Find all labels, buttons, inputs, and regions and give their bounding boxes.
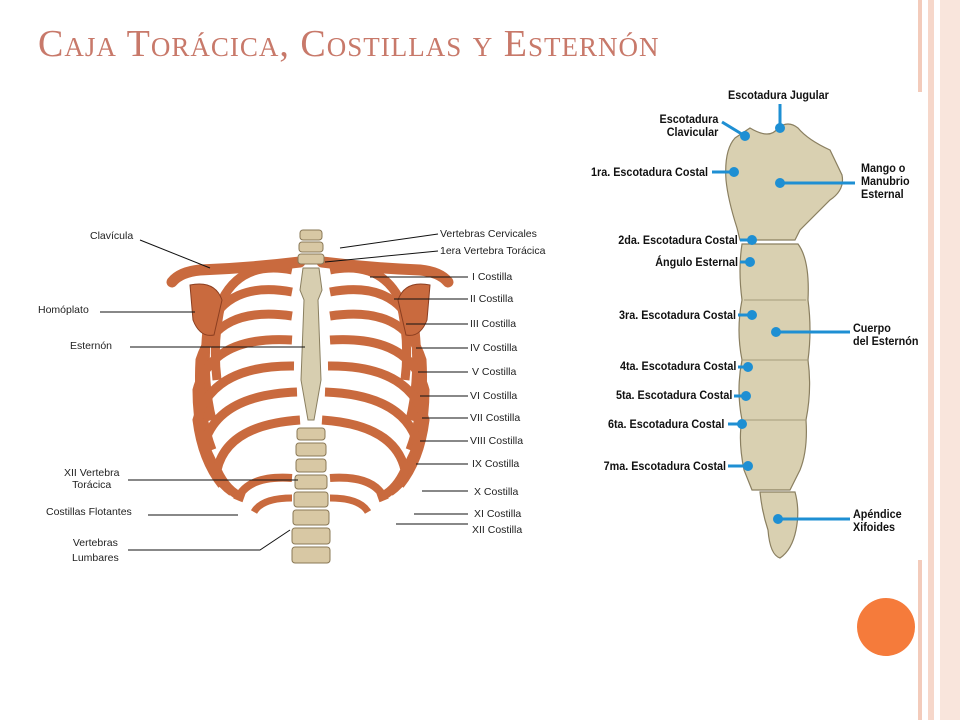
- edge-stripe-4: [940, 0, 960, 720]
- thorax-sternum: [299, 267, 323, 421]
- label-7ma-escotadura: 7ma. Escotadura Costal: [603, 459, 726, 473]
- thorax-leaders-left: [100, 239, 305, 551]
- label-5ta-escotadura: 5ta. Escotadura Costal: [615, 388, 732, 402]
- label-costilla-6: VI Costilla: [470, 390, 518, 402]
- label-costilla-10: X Costilla: [474, 486, 519, 498]
- label-angulo-esternal: Ángulo Esternal: [655, 255, 738, 269]
- label-vertebras-lumbares: Vertebras Lumbares: [72, 537, 119, 564]
- sternum-illustration: [725, 123, 844, 559]
- label-6ta-escotadura: 6ta. Escotadura Costal: [607, 417, 724, 431]
- label-costilla-8: VIII Costilla: [470, 435, 524, 447]
- label-4ta-escotadura: 4ta. Escotadura Costal: [619, 359, 736, 373]
- label-costilla-7: VII Costilla: [470, 412, 521, 424]
- scapula-left: [189, 283, 223, 336]
- edge-stripe-2: [918, 560, 922, 720]
- edge-stripe-3: [928, 0, 934, 720]
- label-costilla-5: V Costilla: [472, 366, 517, 378]
- label-2da-escotadura: 2da. Escotadura Costal: [618, 233, 738, 247]
- label-costilla-1: I Costilla: [472, 271, 513, 283]
- label-1era-vertebra: 1era Vertebra Torácica: [440, 245, 546, 257]
- thorax-leaders-right: [324, 233, 468, 525]
- label-escotadura-clavicular: Escotadura Clavicular: [659, 112, 718, 139]
- label-costillas-flotantes: Costillas Flotantes: [46, 506, 132, 518]
- label-manubrio: Mango o Manubrio Esternal: [861, 161, 910, 201]
- clavicle-right: [316, 256, 454, 288]
- edge-stripe-1: [918, 0, 922, 92]
- clavicle-left: [166, 256, 306, 288]
- label-costilla-4: IV Costilla: [470, 342, 518, 354]
- label-escotadura-jugular: Escotadura Jugular: [728, 88, 829, 102]
- label-1ra-escotadura: 1ra. Escotadura Costal: [590, 165, 708, 179]
- label-costilla-11: XI Costilla: [474, 508, 522, 520]
- label-costilla-9: IX Costilla: [472, 458, 520, 470]
- label-esternon: Esternón: [70, 340, 113, 352]
- sternum-segments: [742, 299, 808, 421]
- slide-title: Caja Torácica, Costillas y Esternón: [38, 23, 660, 65]
- label-costilla-12: XII Costilla: [472, 524, 523, 536]
- sternum-pointers: [712, 104, 855, 524]
- scapula-right: [397, 283, 431, 336]
- label-vertebras-cervicales: Vertebras Cervicales: [440, 228, 537, 240]
- label-costilla-2: II Costilla: [470, 293, 514, 305]
- label-apendice-xifoides: Apéndice Xifoides: [853, 507, 902, 534]
- label-costilla-3: III Costilla: [470, 318, 517, 330]
- label-cuerpo-esternon: Cuerpo del Esternón: [853, 321, 919, 348]
- accent-circle: [857, 598, 915, 656]
- spine: [291, 229, 331, 564]
- label-homoplato: Homóplato: [38, 304, 89, 316]
- label-xii-vertebra: XII Vertebra Torácica: [64, 467, 120, 491]
- label-clavicula: Clavícula: [90, 230, 134, 242]
- label-3ra-escotadura: 3ra. Escotadura Costal: [618, 308, 736, 322]
